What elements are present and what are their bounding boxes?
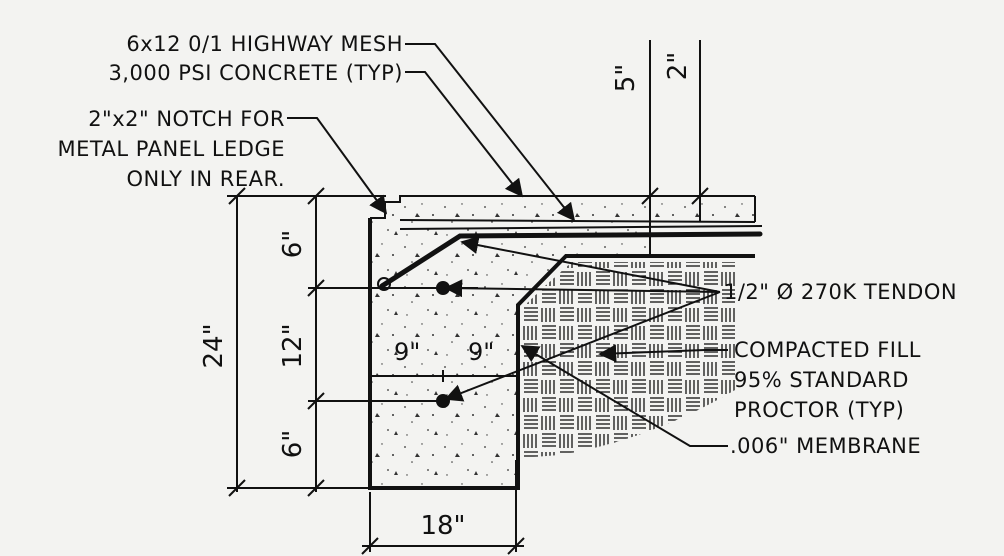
compacted-fill <box>520 262 735 458</box>
concrete-label: 3,000 PSI CONCRETE (TYP) <box>108 61 403 85</box>
height-total-dim: 24" <box>199 323 229 368</box>
fill-label-line1: COMPACTED FILL <box>734 338 921 362</box>
top-seg-dim: 6" <box>278 230 308 259</box>
width-dimension <box>361 460 525 555</box>
mesh-line <box>399 225 763 230</box>
slab-notch-dim: 2" <box>663 52 693 81</box>
membrane-line <box>368 218 755 490</box>
slab-total-dim: 5" <box>611 64 641 93</box>
leader-lines <box>287 43 728 447</box>
concrete-section <box>368 195 756 490</box>
slab-bottom-line <box>399 219 756 223</box>
tendon-label: 1/2" Ø 270K TENDON <box>724 280 957 304</box>
mesh-label: 6x12 0/1 HIGHWAY MESH <box>126 32 403 56</box>
left-dimensions <box>227 187 438 497</box>
notch-label-line1: 2"x2" NOTCH FOR <box>88 107 285 131</box>
inner-right-dim: 9" <box>468 338 494 366</box>
tendon-bottom <box>436 394 450 408</box>
reinforcing <box>377 225 763 291</box>
fill-label-line2: 95% STANDARD <box>734 368 909 392</box>
membrane-label: .006" MEMBRANE <box>730 434 921 458</box>
fill-label-line3: PROCTOR (TYP) <box>734 398 904 422</box>
mid-seg-dim: 12" <box>278 323 308 368</box>
inner-left-dim: 9" <box>394 338 420 366</box>
notch-label-line3: ONLY IN REAR. <box>127 167 285 191</box>
bent-rebar <box>379 231 763 289</box>
bottom-seg-dim: 6" <box>278 430 308 459</box>
width-dim: 18" <box>420 511 465 541</box>
slab-dimensions <box>641 40 709 256</box>
notch-label-line2: METAL PANEL LEDGE <box>57 137 285 161</box>
